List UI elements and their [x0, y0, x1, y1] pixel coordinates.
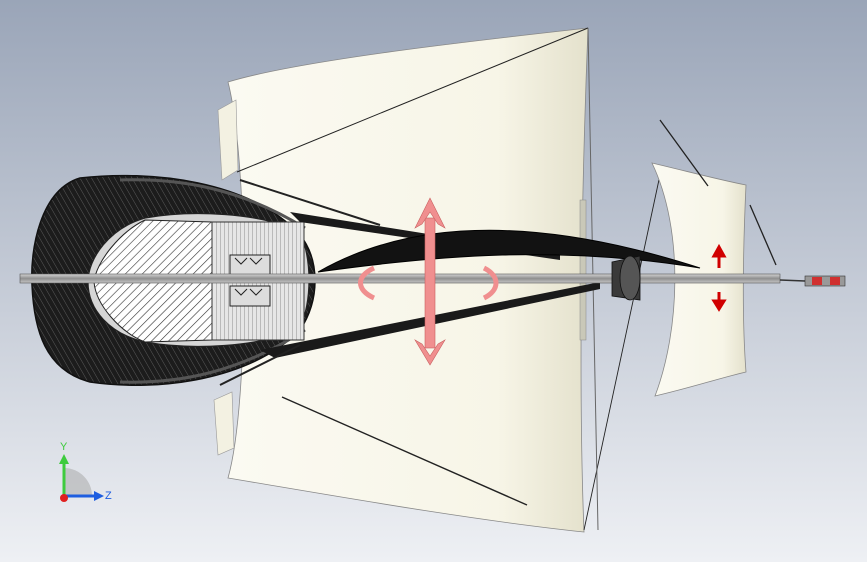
rotation-arrow-right[interactable]	[482, 265, 499, 301]
main-yard	[579, 199, 587, 341]
vertical-motion-arrow[interactable]	[414, 197, 446, 366]
hull-rail	[119, 328, 306, 384]
rigging-line	[236, 27, 589, 173]
rigging-line	[779, 279, 806, 282]
rigging-line	[749, 204, 777, 266]
rigging-line	[239, 179, 381, 226]
fore-sail-motion-arrow[interactable]	[711, 243, 727, 312]
mast-fitting-cap	[619, 255, 641, 301]
triad-quarter-disc	[64, 468, 92, 496]
rigging-line	[281, 396, 528, 506]
hull-rail	[119, 178, 306, 230]
x-axis-dot	[60, 494, 68, 502]
y-axis-label: Y	[60, 441, 68, 453]
bow-tip-red	[812, 277, 822, 285]
main-spar[interactable]	[19, 273, 781, 284]
rotation-arrow-left[interactable]	[358, 265, 376, 301]
main-sail-edge-lower	[213, 391, 235, 456]
jib-sail[interactable]	[317, 229, 701, 273]
y-axis-arrowhead	[59, 454, 69, 464]
deck-cabin-detail	[234, 257, 263, 296]
rigging-line	[219, 344, 301, 386]
z-axis-label: Z	[105, 490, 112, 502]
bow-tip-red	[830, 277, 840, 285]
main-sail-edge-upper	[217, 99, 239, 181]
rigging-line	[659, 119, 709, 187]
orientation-triad[interactable]: Y Z	[50, 438, 120, 508]
z-axis-arrowhead	[94, 491, 104, 501]
